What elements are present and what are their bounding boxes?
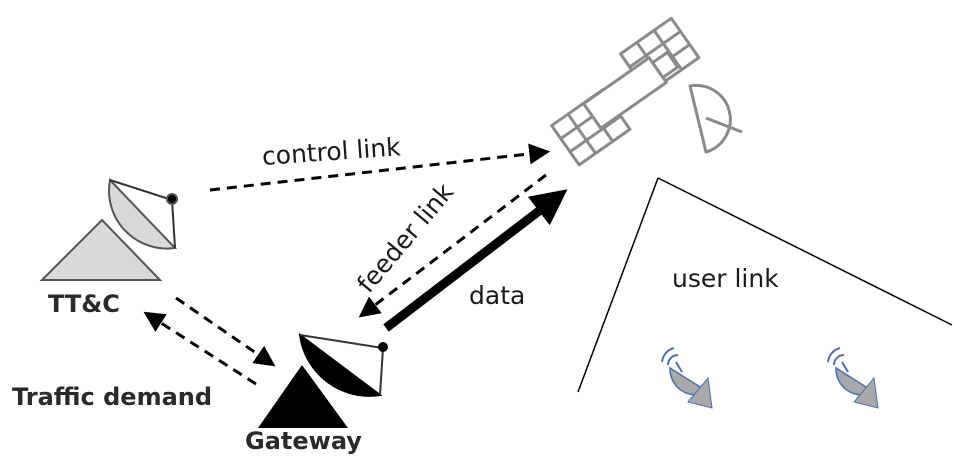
gateway-dish-icon: [258, 332, 388, 428]
ttc-to-gateway-arrow: [175, 296, 276, 367]
user-terminal-icon: [661, 347, 713, 409]
user-terminal-icon: [827, 347, 879, 409]
control-link-arrow: [209, 143, 551, 192]
user-link-label: user link: [672, 264, 779, 293]
ttc-dish-icon: [39, 177, 178, 281]
feeder-link-arrow: [358, 173, 547, 318]
data-label: data: [469, 281, 526, 310]
traffic-demand-label: Traffic demand: [12, 383, 213, 411]
satellite-icon: [550, 16, 743, 167]
ttc-label: TT&C: [48, 290, 120, 318]
user-coverage-beam: [577, 177, 953, 393]
data-arrow: [383, 189, 568, 332]
gateway-label: Gateway: [245, 427, 362, 455]
traffic-demand-arrow: [143, 311, 257, 386]
